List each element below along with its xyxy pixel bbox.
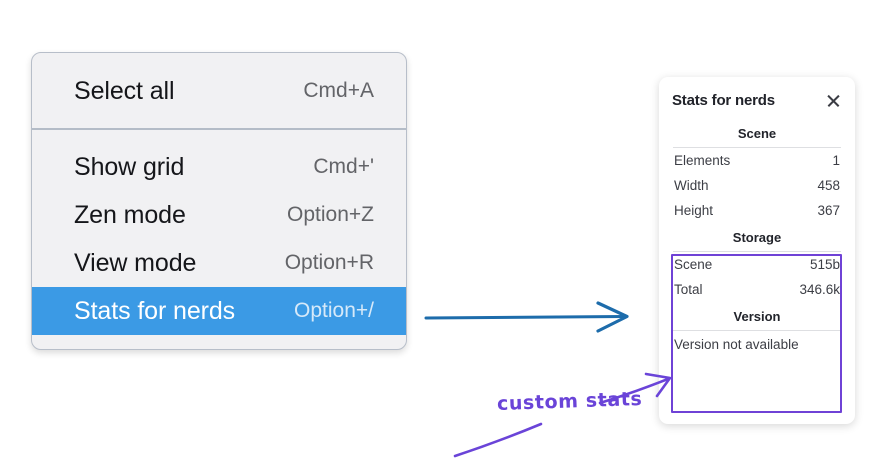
stat-value: 515b xyxy=(809,257,840,272)
menu-item-shortcut: Option+Z xyxy=(287,203,374,226)
stat-row-storage-total: Total 346.6k xyxy=(672,277,842,302)
menu-item-stats-for-nerds[interactable]: Stats for nerds Option+/ xyxy=(32,287,406,335)
custom-stats-annotation-label: custom stats xyxy=(496,387,643,415)
stat-row-storage-scene: Scene 515b xyxy=(672,252,842,277)
menu-group-primary: Select all Cmd+A xyxy=(32,53,406,128)
stat-key: Height xyxy=(674,203,714,218)
menu-item-shortcut: Cmd+A xyxy=(303,79,374,102)
menu-item-label: Stats for nerds xyxy=(74,296,236,325)
menu-group-view: Show grid Cmd+' Zen mode Option+Z View m… xyxy=(32,130,406,349)
stat-row-height: Height 367 xyxy=(672,198,842,223)
menu-item-view-mode[interactable]: View mode Option+R xyxy=(32,239,406,287)
menu-item-label: View mode xyxy=(74,248,197,277)
stat-value: 367 xyxy=(817,203,840,218)
section-heading-scene: Scene xyxy=(737,126,777,141)
menu-item-label: Select all xyxy=(74,76,175,105)
purple-underline-stroke xyxy=(453,422,543,458)
section-divider xyxy=(673,330,841,331)
menu-item-shortcut: Option+/ xyxy=(294,299,374,322)
stat-key: Scene xyxy=(674,257,713,272)
section-heading-version: Version xyxy=(733,309,781,324)
stat-value: 458 xyxy=(817,178,840,193)
menu-item-label: Show grid xyxy=(74,152,185,181)
menu-item-shortcut: Option+R xyxy=(284,251,374,274)
context-menu: Select all Cmd+A Show grid Cmd+' Zen mod… xyxy=(31,52,407,350)
menu-item-zen-mode[interactable]: Zen mode Option+Z xyxy=(32,191,406,239)
section-heading-storage: Storage xyxy=(732,230,782,245)
menu-item-select-all[interactable]: Select all Cmd+A xyxy=(32,67,406,115)
stat-row-elements: Elements 1 xyxy=(672,148,842,173)
stat-key: Total xyxy=(674,282,703,297)
stat-row-width: Width 458 xyxy=(672,173,842,198)
stat-key: Width xyxy=(674,178,709,193)
menu-item-label: Zen mode xyxy=(74,200,186,229)
panel-title: Stats for nerds xyxy=(672,91,775,109)
menu-item-show-grid[interactable]: Show grid Cmd+' xyxy=(32,143,406,191)
version-note: Version not available xyxy=(674,336,799,352)
menu-separator xyxy=(32,128,406,130)
close-icon[interactable] xyxy=(825,92,842,109)
stats-for-nerds-panel: Stats for nerds Scene Elements 1 Width 4… xyxy=(659,77,855,424)
blue-flow-arrow xyxy=(424,301,629,333)
stat-key: Elements xyxy=(674,153,731,168)
menu-item-shortcut: Cmd+' xyxy=(313,155,374,178)
section-divider xyxy=(673,147,841,148)
section-divider xyxy=(673,251,841,252)
panel-header: Stats for nerds xyxy=(672,77,842,119)
stat-value: 1 xyxy=(832,153,840,168)
stat-value: 346.6k xyxy=(799,282,840,297)
